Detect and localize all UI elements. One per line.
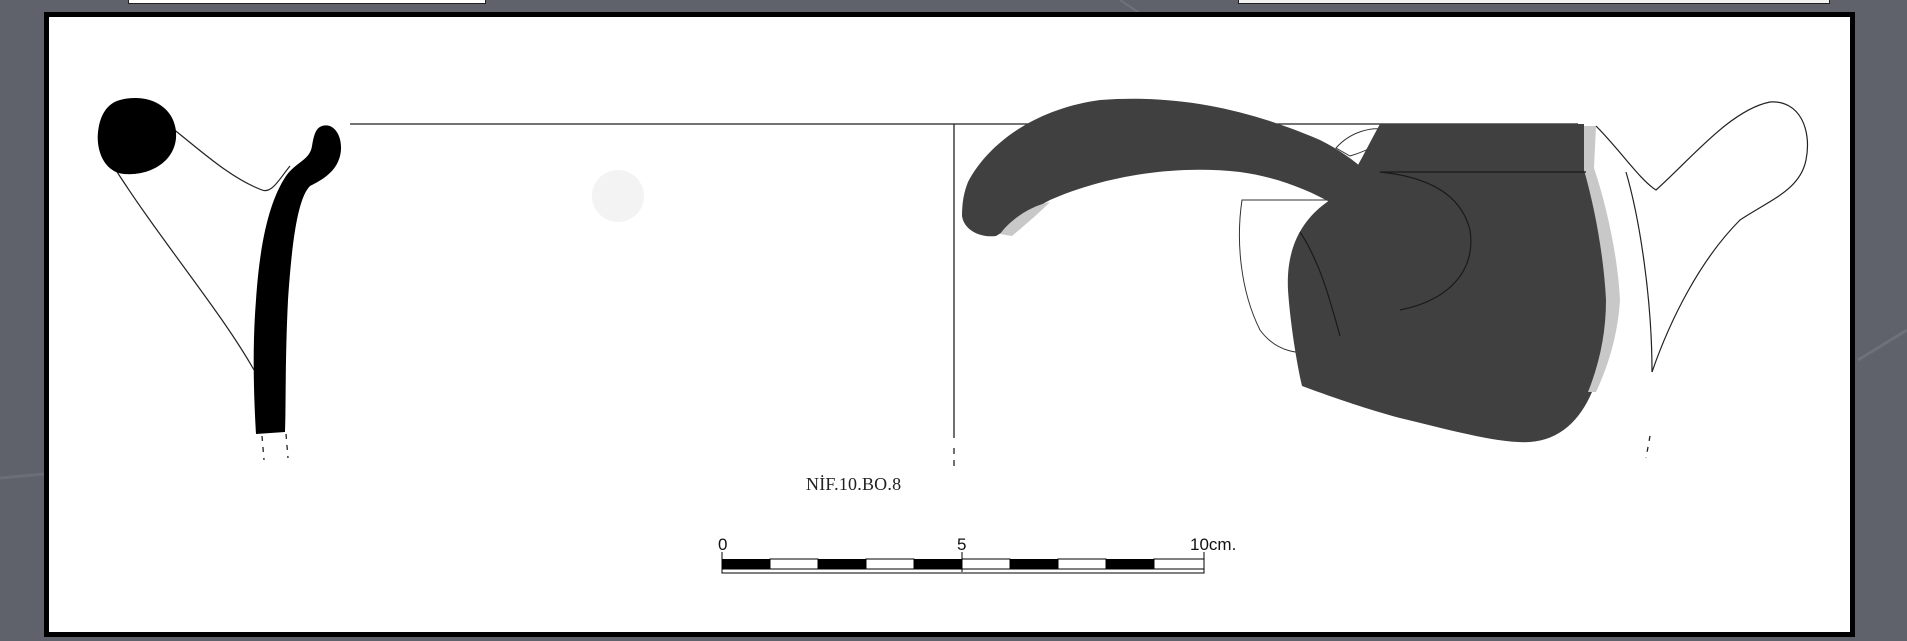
catalog-label: NİF.10.BO.8 <box>806 474 902 494</box>
scale-bar-segments <box>721 552 1205 574</box>
scale-seg-1 <box>722 559 770 569</box>
left-handle-outline <box>171 127 291 192</box>
scale-label-10cm: 10cm. <box>1190 535 1237 554</box>
scale-seg-6 <box>961 558 1011 570</box>
scale-bar-lower-strip <box>721 568 1205 574</box>
detail-line-1 <box>1379 171 1472 311</box>
scale-seg-4 <box>865 558 915 570</box>
exterior-handle <box>962 98 1405 243</box>
handle-highlight <box>1000 202 1050 236</box>
light-strip <box>1584 126 1620 392</box>
scale-seg-3 <box>818 559 866 569</box>
scale-seg-8 <box>1057 558 1107 570</box>
detail-line-2 <box>1299 231 1341 337</box>
scale-seg-9 <box>1106 559 1154 569</box>
handle-section <box>97 97 177 175</box>
slide-top-right-box <box>1238 0 1830 4</box>
right-profile-outline <box>1595 101 1809 373</box>
scale-label-0: 0 <box>718 535 728 554</box>
scale-seg-5 <box>914 559 962 569</box>
wall-break-2 <box>285 433 289 459</box>
scale-seg-10 <box>1153 558 1205 570</box>
faint-spot <box>592 170 644 222</box>
right-profile-break <box>1645 435 1651 459</box>
left-profile-outline <box>111 163 255 371</box>
wall-break-1 <box>261 435 265 461</box>
right-inner-outline <box>1625 171 1653 373</box>
scale-seg-2 <box>769 558 819 570</box>
scale-seg-7 <box>1010 559 1058 569</box>
slide-top-left-box <box>128 0 486 4</box>
wall-section <box>253 125 342 434</box>
scale-label-5: 5 <box>957 535 967 554</box>
